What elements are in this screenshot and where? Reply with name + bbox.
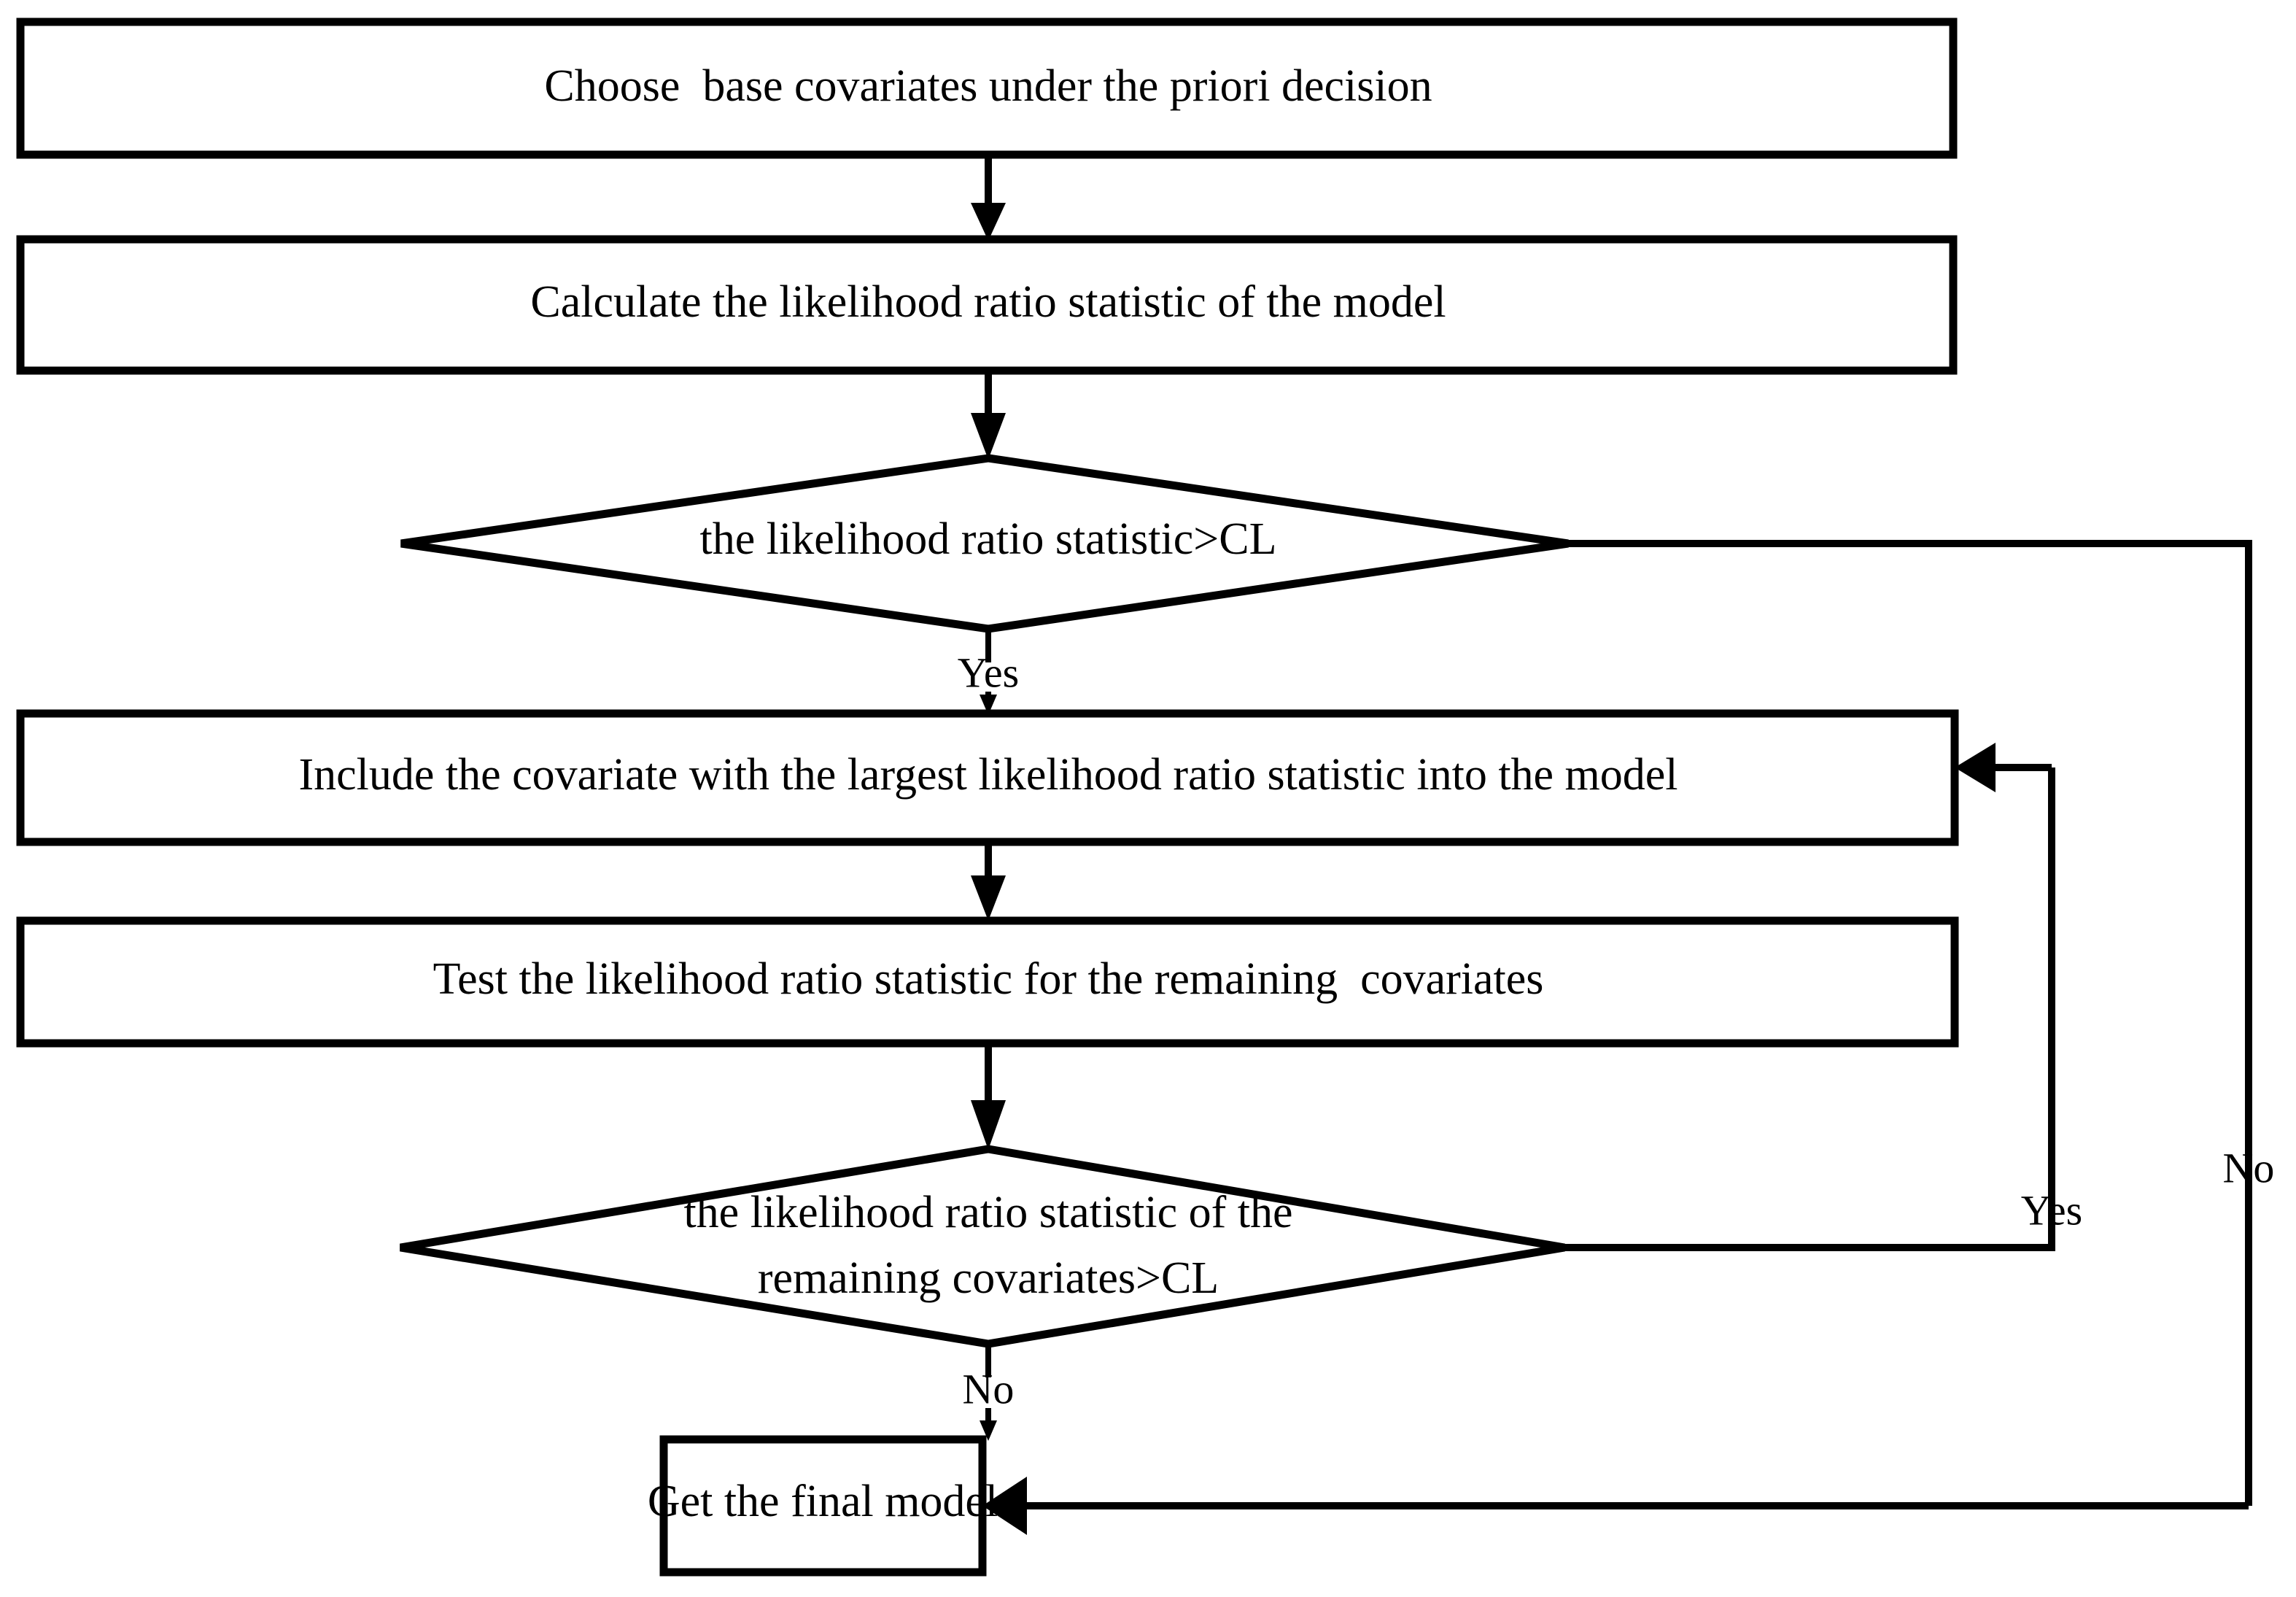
node-decision-likelihood-ratio-gt-cl[interactable] xyxy=(400,454,1569,633)
node-decision-remaining-covariates-line2: remaining covariates>CL xyxy=(758,1253,1219,1303)
node-get-final-model[interactable] xyxy=(659,1435,987,1577)
node-include-covariate[interactable] xyxy=(16,709,1959,846)
connector-d1-no-path xyxy=(1568,540,2252,1506)
edge-label-d1-yes: Yes xyxy=(958,649,1019,696)
node-test-remaining-covariates-label: Test the likelihood ratio statistic for … xyxy=(433,954,1544,1004)
arrowhead-n5-to-d2 xyxy=(971,1100,1006,1150)
node-choose-base-covariates-label: Choose base covariates under the priori … xyxy=(544,61,1432,111)
arrowhead-n2-to-d1 xyxy=(971,413,1006,460)
connector-d2-yes-path xyxy=(1564,767,2055,1251)
node-decision-remaining-covariates-gt-cl[interactable] xyxy=(400,1145,1565,1348)
node-choose-base-covariates[interactable] xyxy=(16,18,1958,159)
arrowhead-d2-no-to-n7 xyxy=(980,1420,997,1441)
edge-label-d1-no: No xyxy=(2223,1144,2275,1191)
edge-label-d2-yes: Yes xyxy=(2021,1186,2082,1234)
edge-label-d2-no: No xyxy=(963,1365,1015,1412)
arrowhead-d1-yes-to-n4 xyxy=(980,695,997,715)
node-calculate-likelihood-ratio-label: Calculate the likelihood ratio statistic… xyxy=(530,277,1446,327)
arrowhead-d1-no-to-n7 xyxy=(982,1477,1027,1535)
node-decision-likelihood-ratio-gt-cl-label: the likelihood ratio statistic>CL xyxy=(700,514,1277,564)
node-get-final-model-label: Get the final model xyxy=(648,1477,998,1526)
node-calculate-likelihood-ratio[interactable] xyxy=(16,235,1958,375)
node-decision-remaining-covariates-line1: the likelihood ratio statistic of the xyxy=(683,1188,1292,1237)
arrowhead-d2-yes-to-n4 xyxy=(1955,743,1996,792)
node-include-covariate-label: Include the covariate with the largest l… xyxy=(298,750,1678,800)
arrowhead-n4-to-n5 xyxy=(971,875,1006,921)
arrowhead-n1-to-n2 xyxy=(971,203,1006,241)
node-test-remaining-covariates[interactable] xyxy=(16,916,1959,1048)
